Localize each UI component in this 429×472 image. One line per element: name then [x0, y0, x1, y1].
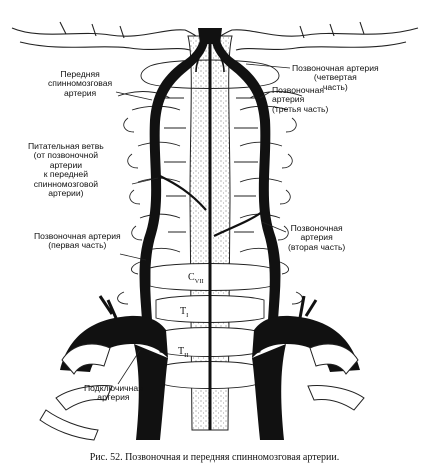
label-subclavian-artery: Подключичная артерия — [84, 383, 143, 403]
subclavian-arteries — [39, 295, 365, 441]
label-vertebral-artery-second-part: Позвоночная артерия (вторая часть) — [288, 223, 346, 252]
leader-lines — [115, 63, 291, 385]
anterior-spinal-artery — [159, 44, 263, 430]
label-vertebral-artery-fourth-part: Позвоночная артерия (четвертая часть) — [292, 63, 379, 92]
label-vertebral-artery-third-part: Позвоночная артерия (третья часть) — [272, 85, 329, 114]
label-vertebral-artery-first-part: Позвоночная артерия (первая часть) — [34, 231, 121, 251]
vertebral-arteries — [139, 28, 281, 320]
segment-label-t2: TII — [178, 346, 189, 359]
segment-label-t1: TI — [180, 306, 189, 319]
segment-label-c7: CVII — [188, 272, 204, 285]
label-anterior-spinal-artery: Передняя спинномозговая артерия — [48, 69, 113, 98]
figure-caption: Рис. 52. Позвоночная и передняя спинномо… — [89, 452, 340, 463]
label-nutrient-branch: Питательная ветвь (от позвоночной артери… — [28, 141, 104, 199]
